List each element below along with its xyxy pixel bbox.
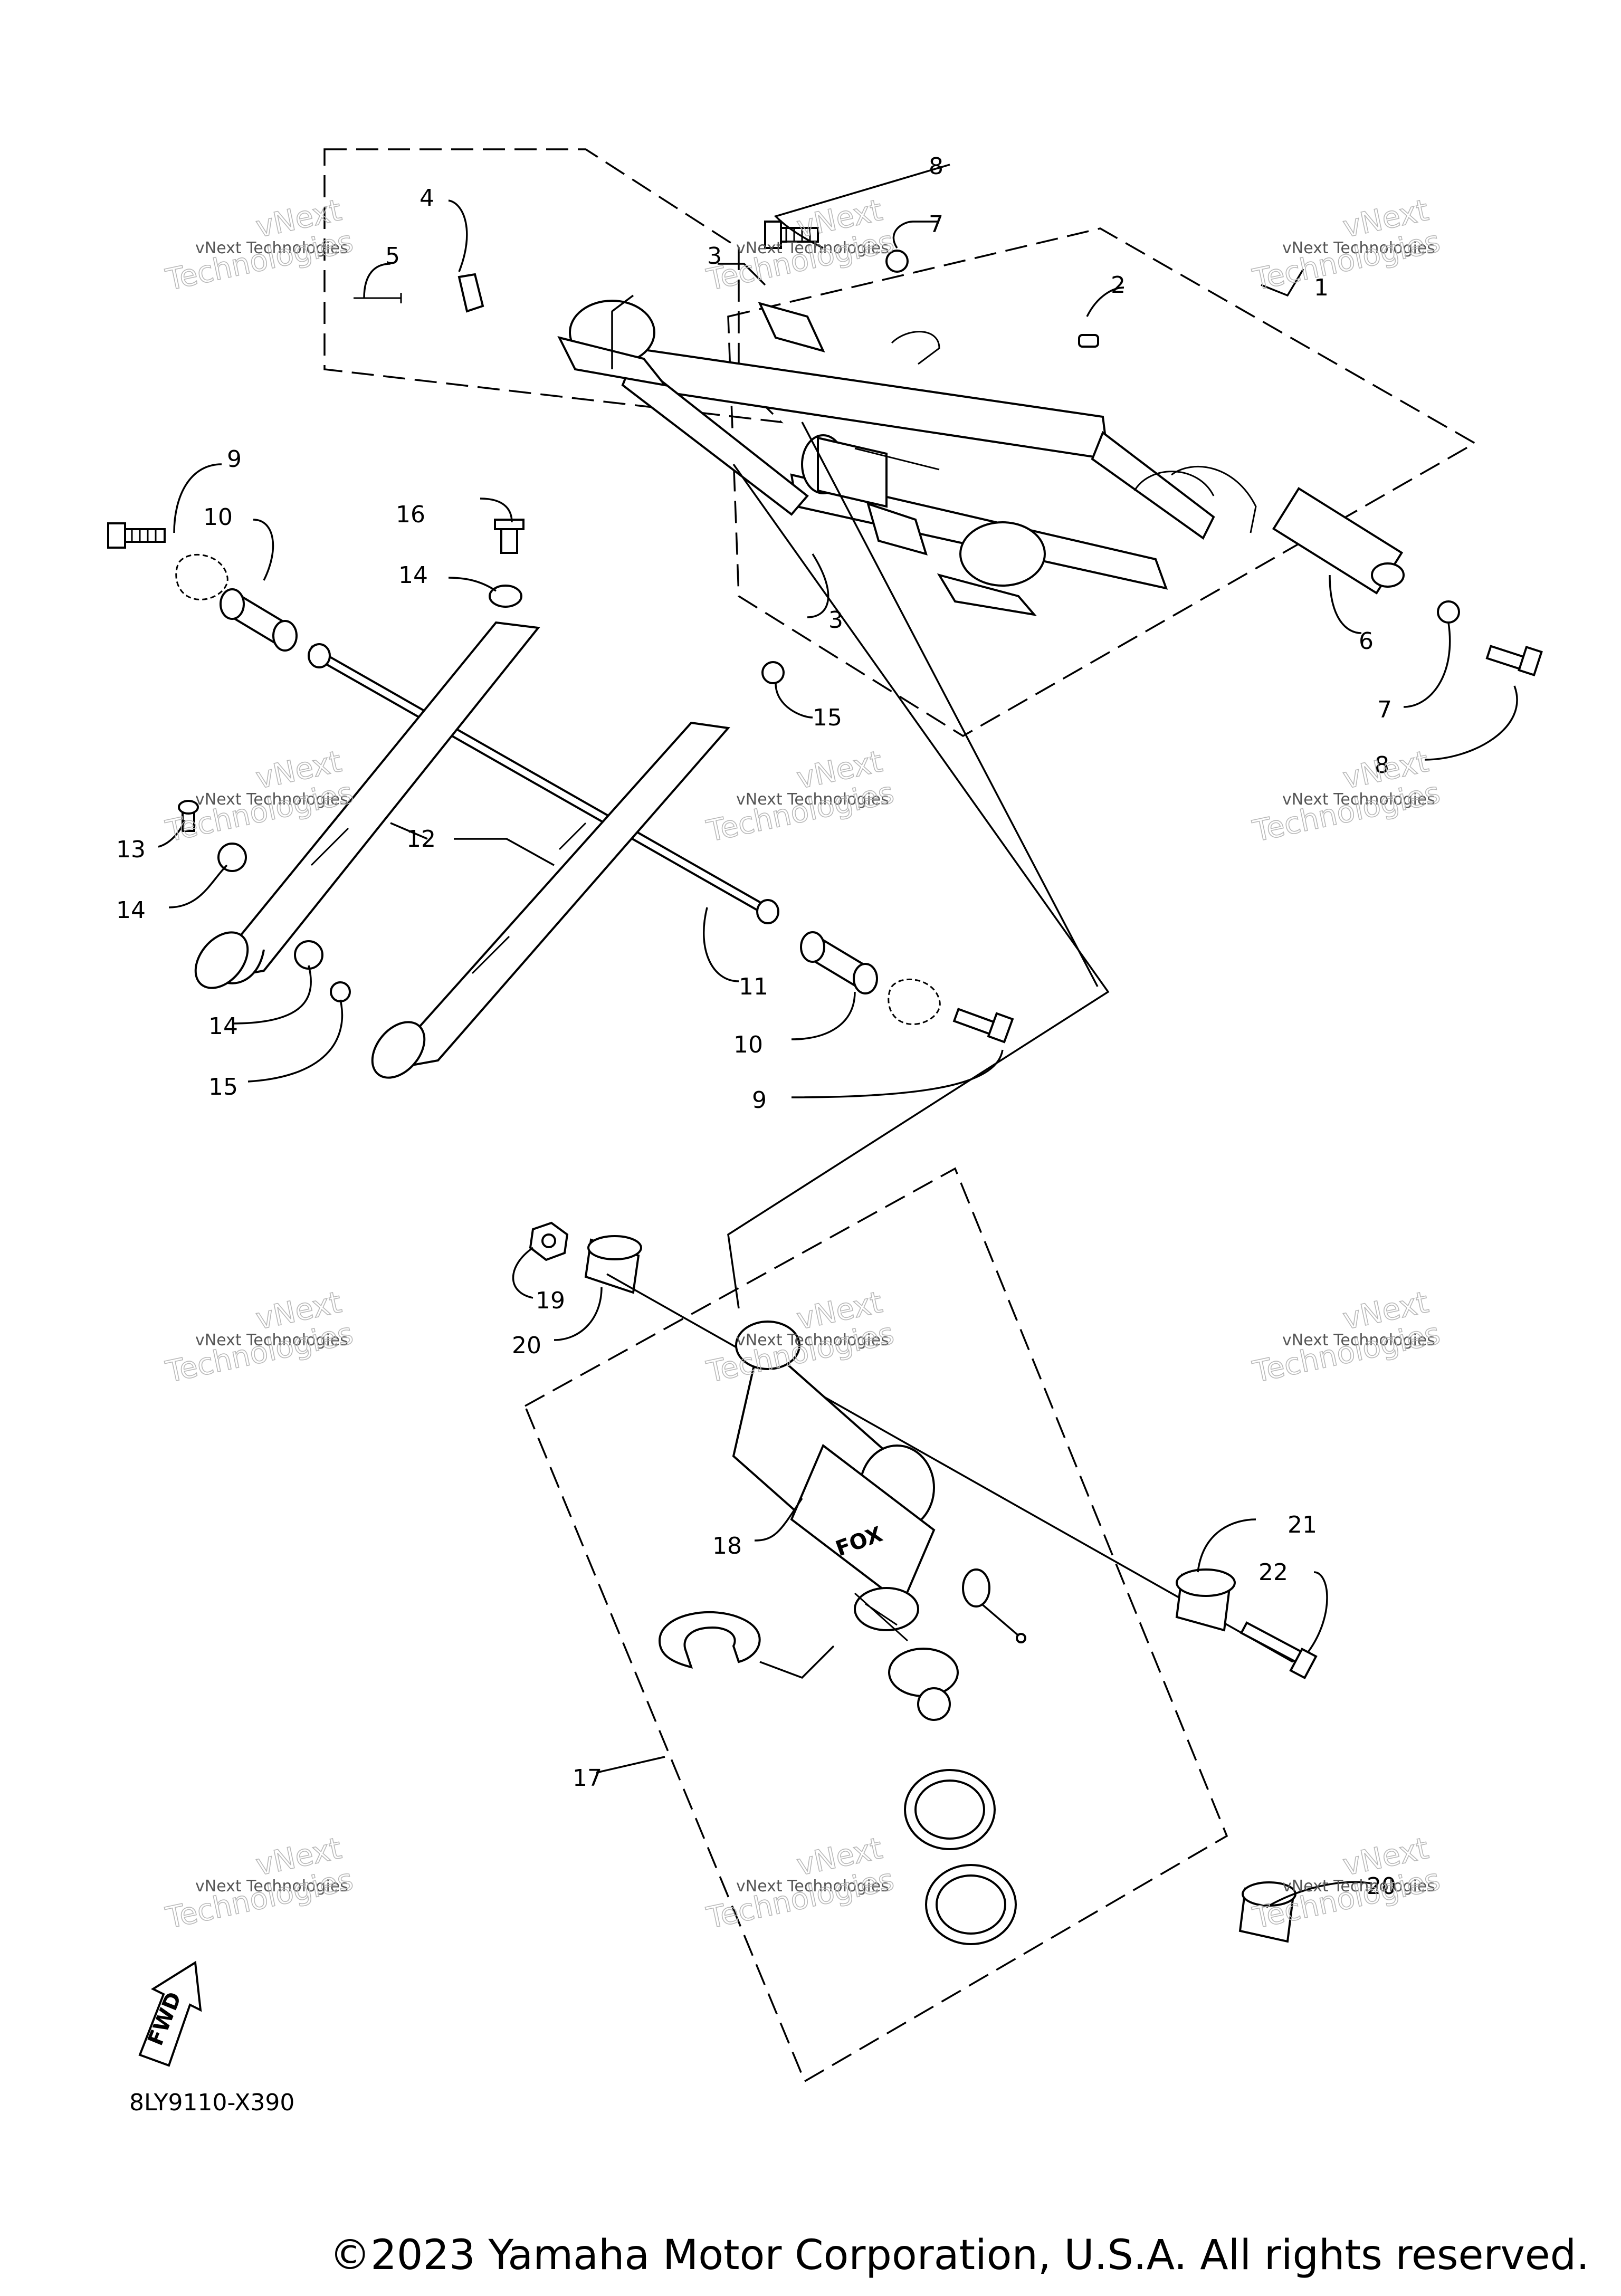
callout-4: 4 (419, 185, 434, 212)
callout-22: 22 (1258, 1559, 1288, 1586)
watermark: vNext vNext Technologies Technologies (163, 1831, 357, 1936)
watermark: vNext vNext Technologies Technologies (163, 193, 357, 298)
svg-text:vNext Technologies: vNext Technologies (1282, 790, 1435, 809)
svg-text:vNext Technologies: vNext Technologies (1282, 1331, 1435, 1350)
washer-7-lower-right (1437, 600, 1460, 624)
watermark: vNext vNext Technologies Technologies (703, 1285, 898, 1390)
washer-14-lower (294, 940, 323, 970)
svg-text:vNext Technologies: vNext Technologies (1282, 239, 1435, 257)
callout-16: 16 (396, 501, 425, 528)
callout-14-lower: 14 (208, 1013, 238, 1040)
callout-6: 6 (1359, 628, 1374, 655)
gasket-10-left (175, 553, 228, 600)
bolt-9-left (107, 522, 166, 549)
watermark: vNext vNext Technologies Technologies (1250, 193, 1444, 298)
svg-text:vNext Technologies: vNext Technologies (195, 1331, 348, 1350)
washer-14-left (217, 843, 247, 872)
svg-text:vNext Technologies: vNext Technologies (736, 239, 889, 257)
bushing-10-left (220, 588, 298, 652)
washer-7-upper (885, 250, 909, 273)
svg-text:vNext Technologies: vNext Technologies (195, 239, 348, 257)
watermark: vNext vNext Technologies Technologies (1250, 1285, 1444, 1390)
callout-3-lower: 3 (828, 607, 843, 634)
callout-8-right: 8 (1375, 752, 1389, 779)
callout-7: 7 (929, 211, 943, 238)
callout-19: 19 (536, 1287, 565, 1314)
nut-19 (529, 1221, 569, 1261)
callout-20-upper: 20 (512, 1332, 541, 1359)
bolt-8-upper (764, 221, 819, 249)
callout-1: 1 (1314, 274, 1329, 301)
group-box-upper-right (727, 227, 1477, 738)
callout-2: 2 (1111, 272, 1126, 299)
group-box-shock (523, 1167, 1228, 2083)
adjuster-knob (962, 1568, 1026, 1643)
lock-ring-upper (904, 1769, 996, 1850)
callout-9-left: 9 (227, 446, 242, 473)
leader-long-2 (801, 422, 1099, 987)
bolt-13 (178, 800, 199, 832)
swing-arm-assembly (557, 300, 1405, 616)
nut-15-lower (330, 981, 351, 1002)
bar-12-right (371, 721, 730, 1079)
callout-7-right: 7 (1377, 696, 1392, 723)
washer-14-top (489, 585, 522, 608)
callout-5: 5 (385, 243, 400, 270)
svg-text:vNext Technologies: vNext Technologies (736, 1331, 889, 1350)
leader-lines-middle (158, 463, 1004, 1098)
leader-lines-upper (363, 164, 1518, 761)
nut-15-upper (761, 661, 785, 684)
fwd-arrow-icon: FWD (138, 1960, 202, 2067)
callout-14-left: 14 (116, 897, 146, 924)
grease-nipple-2 (1078, 334, 1099, 348)
callout-15-lower: 15 (208, 1074, 238, 1101)
bolt-8-lower-right (1485, 645, 1543, 677)
pin-5 (354, 293, 402, 303)
bushing-10-right (800, 931, 878, 994)
watermark: vNext vNext Technologies Technologies (703, 1831, 898, 1936)
callout-17: 17 (573, 1765, 602, 1792)
svg-text:vNext Technologies: vNext Technologies (1282, 1877, 1435, 1896)
watermark: vNext vNext Technologies Technologies (163, 1285, 357, 1390)
spring-seat-ring (658, 1611, 835, 1679)
lock-ring-lower (925, 1864, 1017, 1945)
callout-9-right: 9 (752, 1087, 767, 1114)
leader-long-1 (727, 463, 1110, 1309)
watermark: vNext vNext Technologies Technologies (703, 744, 898, 849)
bolt-16 (494, 519, 525, 554)
copyright-notice: ©2023 Yamaha Motor Corporation, U.S.A. A… (329, 2232, 1589, 2279)
callout-8: 8 (929, 153, 943, 180)
shock-absorber-18: FOX (732, 1321, 959, 1721)
callout-14-top: 14 (398, 562, 428, 589)
callout-12: 12 (406, 826, 436, 853)
callout-10-left: 10 (203, 504, 233, 531)
bushing-20-upper (584, 1235, 642, 1294)
callout-10-right: 10 (733, 1031, 763, 1058)
callout-3-top: 3 (707, 243, 722, 270)
bar-12-left (194, 621, 540, 989)
bolt-9-right (952, 1008, 1014, 1044)
gasket-10-right (888, 978, 941, 1025)
callout-15-upper: 15 (813, 704, 842, 731)
callout-20-lower: 20 (1367, 1873, 1396, 1900)
callout-18: 18 (712, 1533, 742, 1560)
callout-11: 11 (739, 973, 768, 1000)
bushing-20-lower (1238, 1881, 1296, 1943)
callout-21: 21 (1288, 1511, 1317, 1538)
bolt-22 (1239, 1621, 1318, 1680)
collar-21 (1175, 1568, 1236, 1632)
svg-text:vNext Technologies: vNext Technologies (736, 1877, 889, 1896)
watermark: vNext vNext Technologies Technologies (1250, 744, 1444, 849)
svg-text:vNext Technologies: vNext Technologies (195, 790, 348, 809)
callout-13: 13 (116, 836, 146, 863)
clip-4 (457, 273, 484, 313)
svg-text:vNext Technologies: vNext Technologies (736, 790, 889, 809)
diagram-code: 8LY9110-X390 (129, 2089, 294, 2116)
callouts: 8 7 4 5 3 2 1 3 6 7 8 15 9 10 16 14 13 1… (116, 153, 1396, 1900)
svg-text:vNext Technologies: vNext Technologies (195, 1877, 348, 1896)
leader-lines-shock (512, 1247, 1372, 1908)
